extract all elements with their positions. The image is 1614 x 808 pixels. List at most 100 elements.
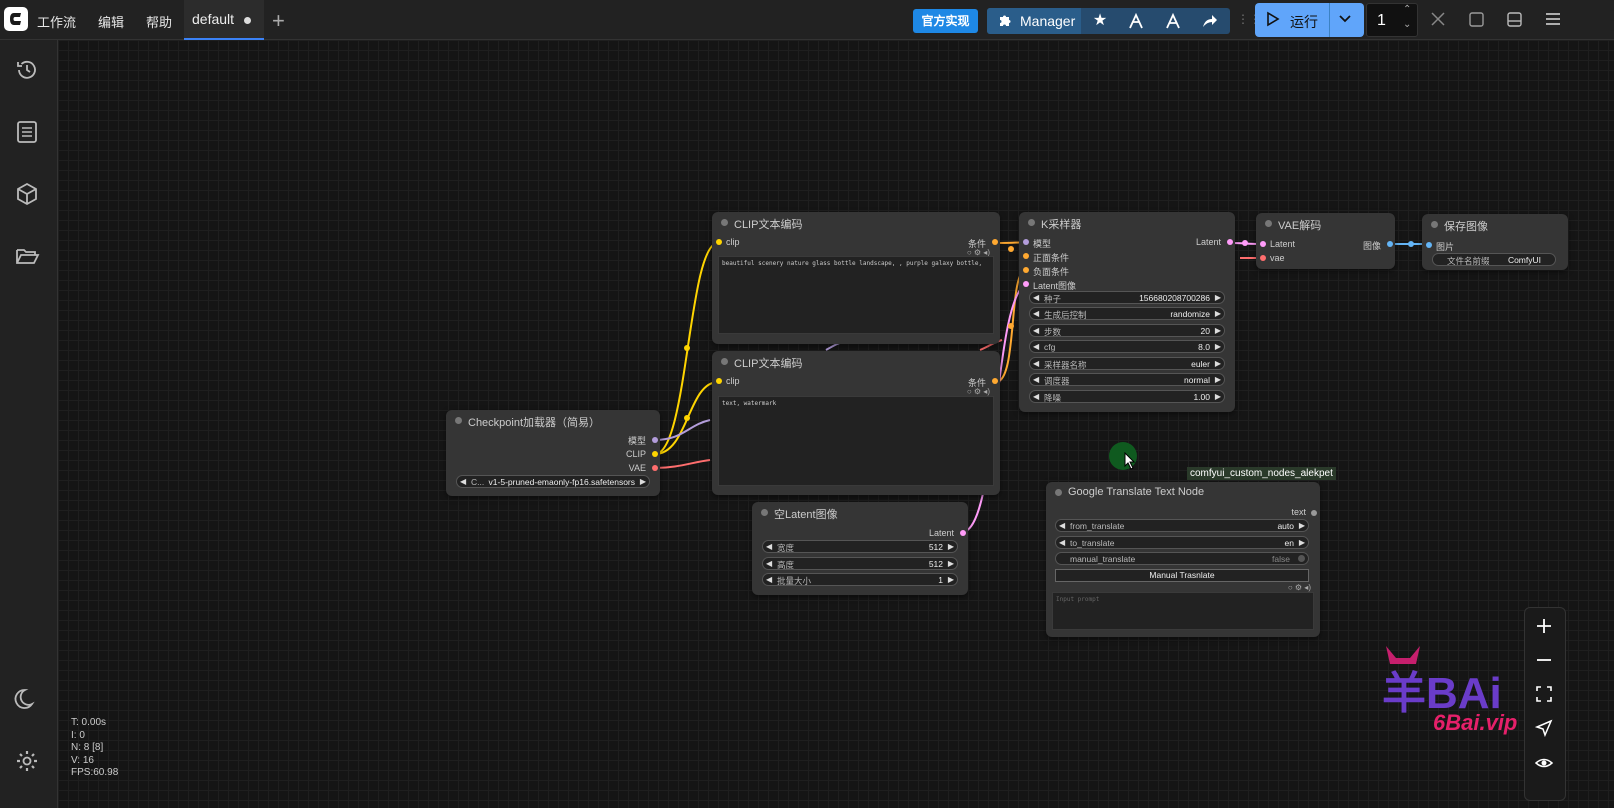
arrow-left-icon[interactable]: ◀ <box>766 559 773 568</box>
arrow-left-icon[interactable]: ◀ <box>1033 309 1040 318</box>
decrement-icon[interactable]: ⌄ <box>1403 19 1412 30</box>
node-title[interactable]: Google Translate Text Node <box>1046 482 1320 502</box>
arrow-right-icon[interactable]: ▶ <box>1214 326 1221 335</box>
model-cube-icon[interactable] <box>13 180 41 208</box>
share-graph-alt-icon[interactable] <box>1155 8 1191 34</box>
output-pin-clip[interactable] <box>652 451 658 457</box>
text-widget-toolbar-icon[interactable]: ○ ⚙ ◂) <box>966 248 990 257</box>
node-clip-text-encode-negative[interactable]: CLIP文本编码 clip 条件 ○ ⚙ ◂) text, watermark <box>712 351 1000 495</box>
arrow-right-icon[interactable]: ▶ <box>1214 359 1221 368</box>
arrow-left-icon[interactable]: ◀ <box>460 477 467 486</box>
output-pin-text[interactable] <box>1311 510 1317 516</box>
add-tab-icon[interactable]: + <box>272 8 285 33</box>
input-pin-latent[interactable] <box>1023 281 1029 287</box>
hamburger-menu-icon[interactable] <box>1545 12 1561 26</box>
zoom-out-icon[interactable] <box>1535 651 1553 669</box>
node-vae-decode[interactable]: VAE解码 Latent vae 图像 <box>1256 213 1395 269</box>
filename-prefix-widget[interactable]: 文件名前缀 ComfyUI <box>1432 253 1556 266</box>
arrow-left-icon[interactable]: ◀ <box>1059 538 1066 547</box>
node-title[interactable]: VAE解码 <box>1256 213 1395 233</box>
arrow-right-icon[interactable]: ▶ <box>947 542 954 551</box>
queue-list-icon[interactable] <box>13 118 41 146</box>
node-checkpoint-loader[interactable]: Checkpoint加载器（简易） 模型 CLIP VAE ◀ C... v1-… <box>446 410 660 496</box>
toggle-knob-icon[interactable] <box>1298 555 1305 562</box>
run-button[interactable]: 运行 <box>1290 14 1318 30</box>
input-pin-clip[interactable] <box>716 378 722 384</box>
input-pin-images[interactable] <box>1426 242 1432 248</box>
menu-edit[interactable]: 编辑 <box>98 15 125 30</box>
folder-open-icon[interactable] <box>13 242 41 270</box>
text-widget-toolbar-icon[interactable]: ○ ⚙ ◂) <box>966 387 990 396</box>
panel-toggle-icon[interactable] <box>1507 12 1522 27</box>
output-pin-image[interactable] <box>1387 241 1393 247</box>
node-google-translate[interactable]: Google Translate Text Node text ◀from_tr… <box>1046 482 1320 637</box>
arrow-right-icon[interactable]: ▶ <box>1214 309 1221 318</box>
node-title[interactable]: CLIP文本编码 <box>712 212 1000 232</box>
arrow-left-icon[interactable]: ◀ <box>1033 375 1040 384</box>
arrow-right-icon[interactable]: ▶ <box>947 559 954 568</box>
input-pin-negative[interactable] <box>1023 267 1029 273</box>
node-title[interactable]: CLIP文本编码 <box>712 351 1000 371</box>
settings-gear-icon[interactable] <box>13 747 41 775</box>
arrow-right-icon[interactable]: ▶ <box>639 477 646 486</box>
comfy-logo-icon[interactable] <box>4 7 28 31</box>
zoom-in-icon[interactable] <box>1535 617 1553 635</box>
node-clip-text-encode-positive[interactable]: CLIP文本编码 clip 条件 ○ ⚙ ◂) beautiful scener… <box>712 212 1000 344</box>
unsaved-dot-icon[interactable] <box>244 17 251 24</box>
node-title[interactable]: 保存图像 <box>1422 214 1568 234</box>
output-pin-conditioning[interactable] <box>992 239 998 245</box>
node-title[interactable]: 空Latent图像 <box>752 502 968 522</box>
arrow-right-icon[interactable]: ▶ <box>1214 375 1221 384</box>
share-arrow-icon[interactable] <box>1192 8 1228 34</box>
theme-moon-icon[interactable] <box>13 685 41 713</box>
arrow-right-icon[interactable]: ▶ <box>1214 293 1221 302</box>
tab-default[interactable]: default <box>184 0 264 40</box>
arrow-left-icon[interactable]: ◀ <box>1033 326 1040 335</box>
output-pin-model[interactable] <box>652 437 658 443</box>
arrow-right-icon[interactable]: ▶ <box>1298 521 1305 530</box>
arrow-right-icon[interactable]: ▶ <box>947 575 954 584</box>
arrow-left-icon[interactable]: ◀ <box>1059 521 1066 530</box>
output-pin-conditioning[interactable] <box>992 378 998 384</box>
input-prompt-textarea[interactable]: Input prompt <box>1052 592 1314 630</box>
input-pin-latent[interactable] <box>1260 241 1266 247</box>
node-title[interactable]: Checkpoint加载器（简易） <box>446 410 660 430</box>
node-title[interactable]: K采样器 <box>1019 212 1235 232</box>
arrow-right-icon[interactable]: ▶ <box>1298 538 1305 547</box>
input-pin-clip[interactable] <box>716 239 722 245</box>
select-mode-icon[interactable] <box>1535 719 1553 737</box>
arrow-left-icon[interactable]: ◀ <box>766 542 773 551</box>
maximize-icon[interactable] <box>1469 12 1484 27</box>
input-pin-vae[interactable] <box>1260 255 1266 261</box>
menu-help[interactable]: 帮助 <box>146 15 173 30</box>
arrow-left-icon[interactable]: ◀ <box>1033 359 1040 368</box>
official-button[interactable]: 官方实现 <box>913 9 978 33</box>
arrow-right-icon[interactable]: ▶ <box>1214 342 1221 351</box>
ckpt-name-combo[interactable]: ◀ C... v1-5-pruned-emaonly-fp16.safetens… <box>456 475 650 488</box>
prompt-textarea[interactable]: beautiful scenery nature glass bottle la… <box>718 256 994 334</box>
fit-view-icon[interactable] <box>1535 685 1553 703</box>
arrow-left-icon[interactable]: ◀ <box>1033 392 1040 401</box>
arrow-right-icon[interactable]: ▶ <box>1214 392 1221 401</box>
output-pin-latent[interactable] <box>1227 239 1233 245</box>
manual-translate-button[interactable]: Manual Trasnlate <box>1055 569 1309 582</box>
star-icon[interactable]: ★ <box>1092 12 1108 29</box>
input-pin-model[interactable] <box>1023 239 1029 245</box>
input-pin-positive[interactable] <box>1023 253 1029 259</box>
increment-icon[interactable]: ⌃ <box>1403 4 1412 15</box>
history-icon[interactable] <box>13 56 41 84</box>
prompt-textarea[interactable]: text, watermark <box>718 396 994 486</box>
graph-canvas[interactable]: CLIP文本编码 clip 条件 ○ ⚙ ◂) beautiful scener… <box>58 40 1614 808</box>
